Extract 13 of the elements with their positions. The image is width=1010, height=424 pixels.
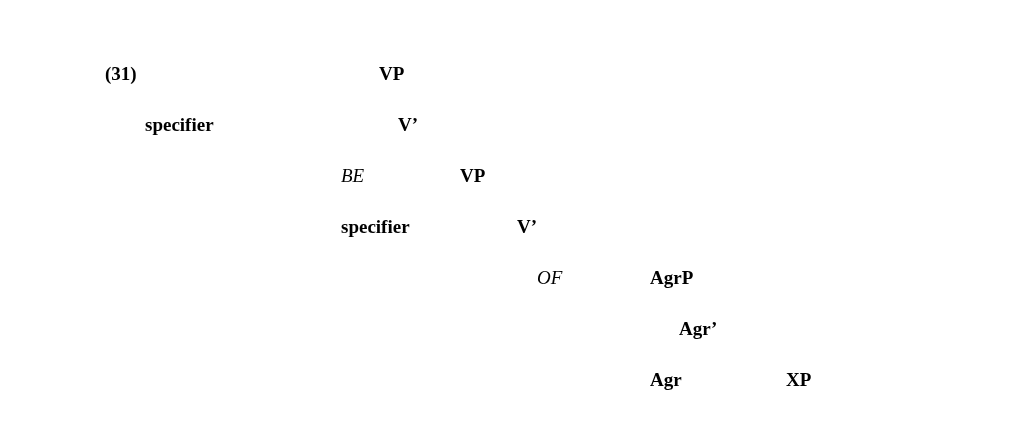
tree-label: V’ <box>517 216 538 238</box>
tree-label: AgrP <box>650 267 694 289</box>
tree-label: OF <box>537 267 563 289</box>
tree-label: VP <box>379 63 405 85</box>
tree-label: VP <box>460 165 486 187</box>
tree-label: specifier <box>341 216 410 238</box>
tree-label: BE <box>341 165 365 187</box>
tree-label: V’ <box>398 114 419 136</box>
tree-label: XP <box>786 369 812 391</box>
example-number: (31) <box>105 63 137 85</box>
tree-label: Agr’ <box>679 318 718 340</box>
tree-label: Agr <box>650 369 682 391</box>
tree-label: specifier <box>145 114 214 136</box>
